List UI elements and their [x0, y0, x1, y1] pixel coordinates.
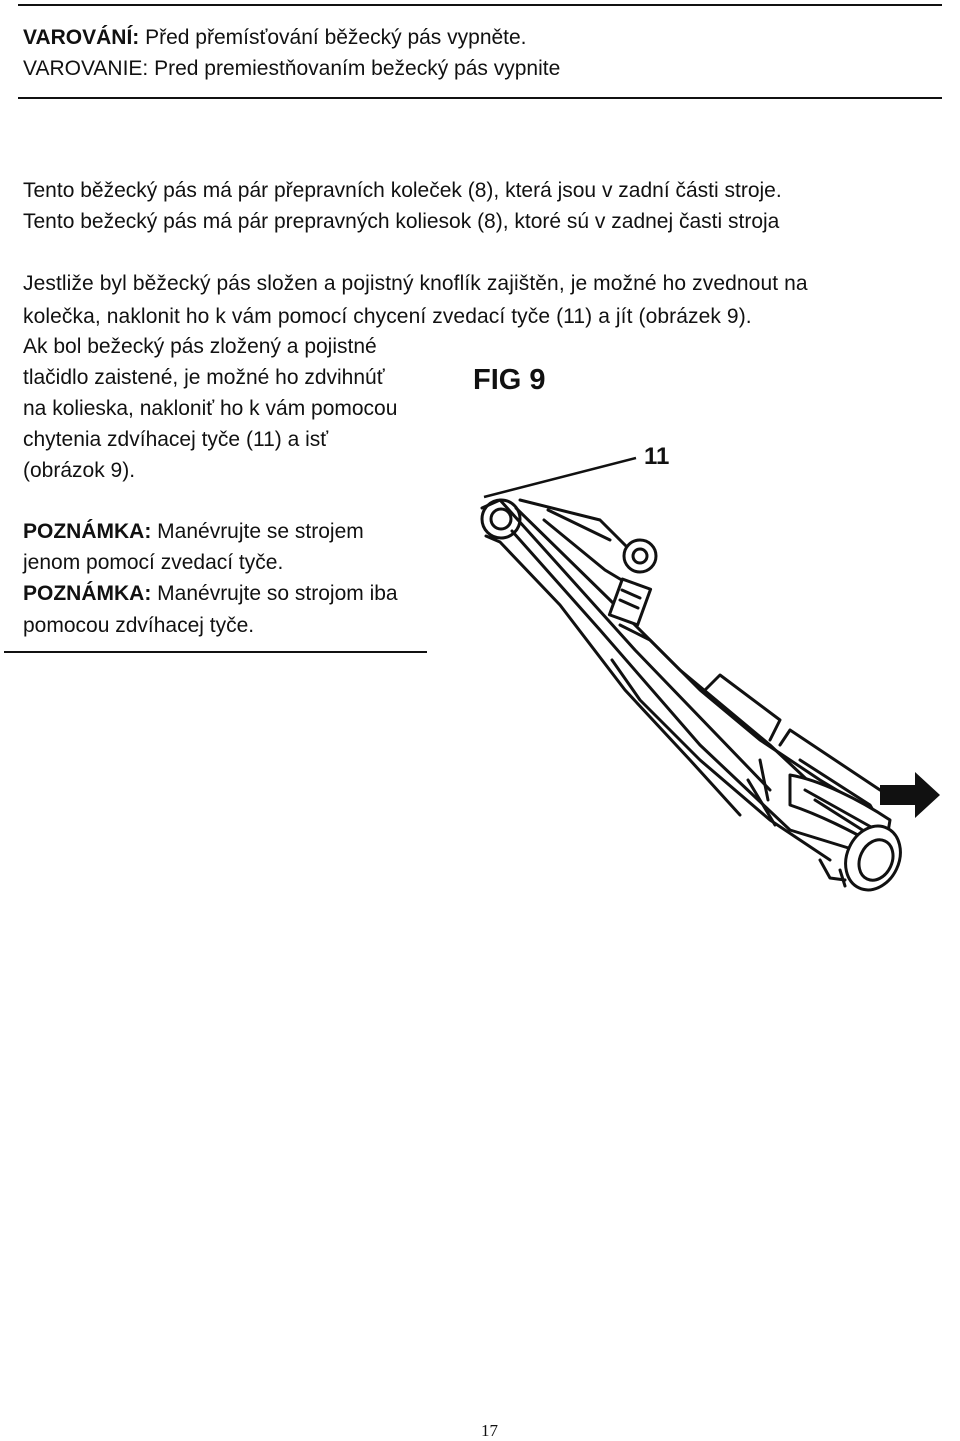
note-cz-line-1: POZNÁMKA: Manévrujte se strojem — [23, 516, 364, 547]
note-rule — [4, 651, 427, 653]
callout-leader-line — [483, 456, 637, 499]
note-sk-line-2: pomocou zdvíhacej tyče. — [23, 614, 255, 637]
moving-sk-line-3: na kolieska, nakloniť ho k vám pomocou — [23, 397, 398, 420]
moving-sk-line-2: tlačidlo zaistené, je možné ho zdvihnúť — [23, 366, 385, 389]
warning-sk: VAROVANIE: Pred premiestňovaním bežecký … — [23, 57, 561, 80]
warning-cz: VAROVÁNÍ: Před přemísťování běžecký pás … — [23, 22, 527, 53]
treadmill-illustration-icon — [480, 498, 902, 892]
top-rule — [18, 4, 942, 6]
note-cz-text-1: Manévrujte se strojem — [151, 520, 364, 543]
note-cz-label: POZNÁMKA: — [23, 520, 152, 543]
note-sk-label: POZNÁMKA: — [23, 582, 152, 605]
wheels-sk: Tento bežecký pás má pár prepravných kol… — [23, 210, 780, 233]
warning-cz-text: Před přemísťování běžecký pás vypněte. — [139, 26, 527, 49]
moving-cz-line-1: Jestliže byl běžecký pás složen a pojist… — [23, 272, 808, 295]
moving-sk-line-4: chytenia zdvíhacej tyče (11) a isť — [23, 428, 329, 451]
page-number: 17 — [481, 1421, 498, 1440]
note-sk-text-1: Manévrujte so strojom iba — [151, 582, 398, 605]
moving-cz-line-2: kolečka, naklonit ho k vám pomocí chycen… — [23, 305, 752, 328]
figure-label: FIG 9 — [473, 364, 546, 396]
warning-rule — [18, 97, 942, 99]
moving-sk-line-1: Ak bol bežecký pás zložený a pojistné — [23, 335, 377, 358]
note-sk-line-1: POZNÁMKA: Manévrujte so strojom iba — [23, 578, 398, 609]
callout-11: 11 — [644, 443, 670, 470]
wheels-cz: Tento běžecký pás má pár přepravních kol… — [23, 179, 782, 202]
direction-arrow-icon — [880, 772, 940, 818]
moving-sk-line-5: (obrázok 9). — [23, 459, 136, 482]
warning-cz-label: VAROVÁNÍ: — [23, 26, 140, 49]
note-cz-line-2: jenom pomocí zvedací tyče. — [23, 551, 284, 574]
